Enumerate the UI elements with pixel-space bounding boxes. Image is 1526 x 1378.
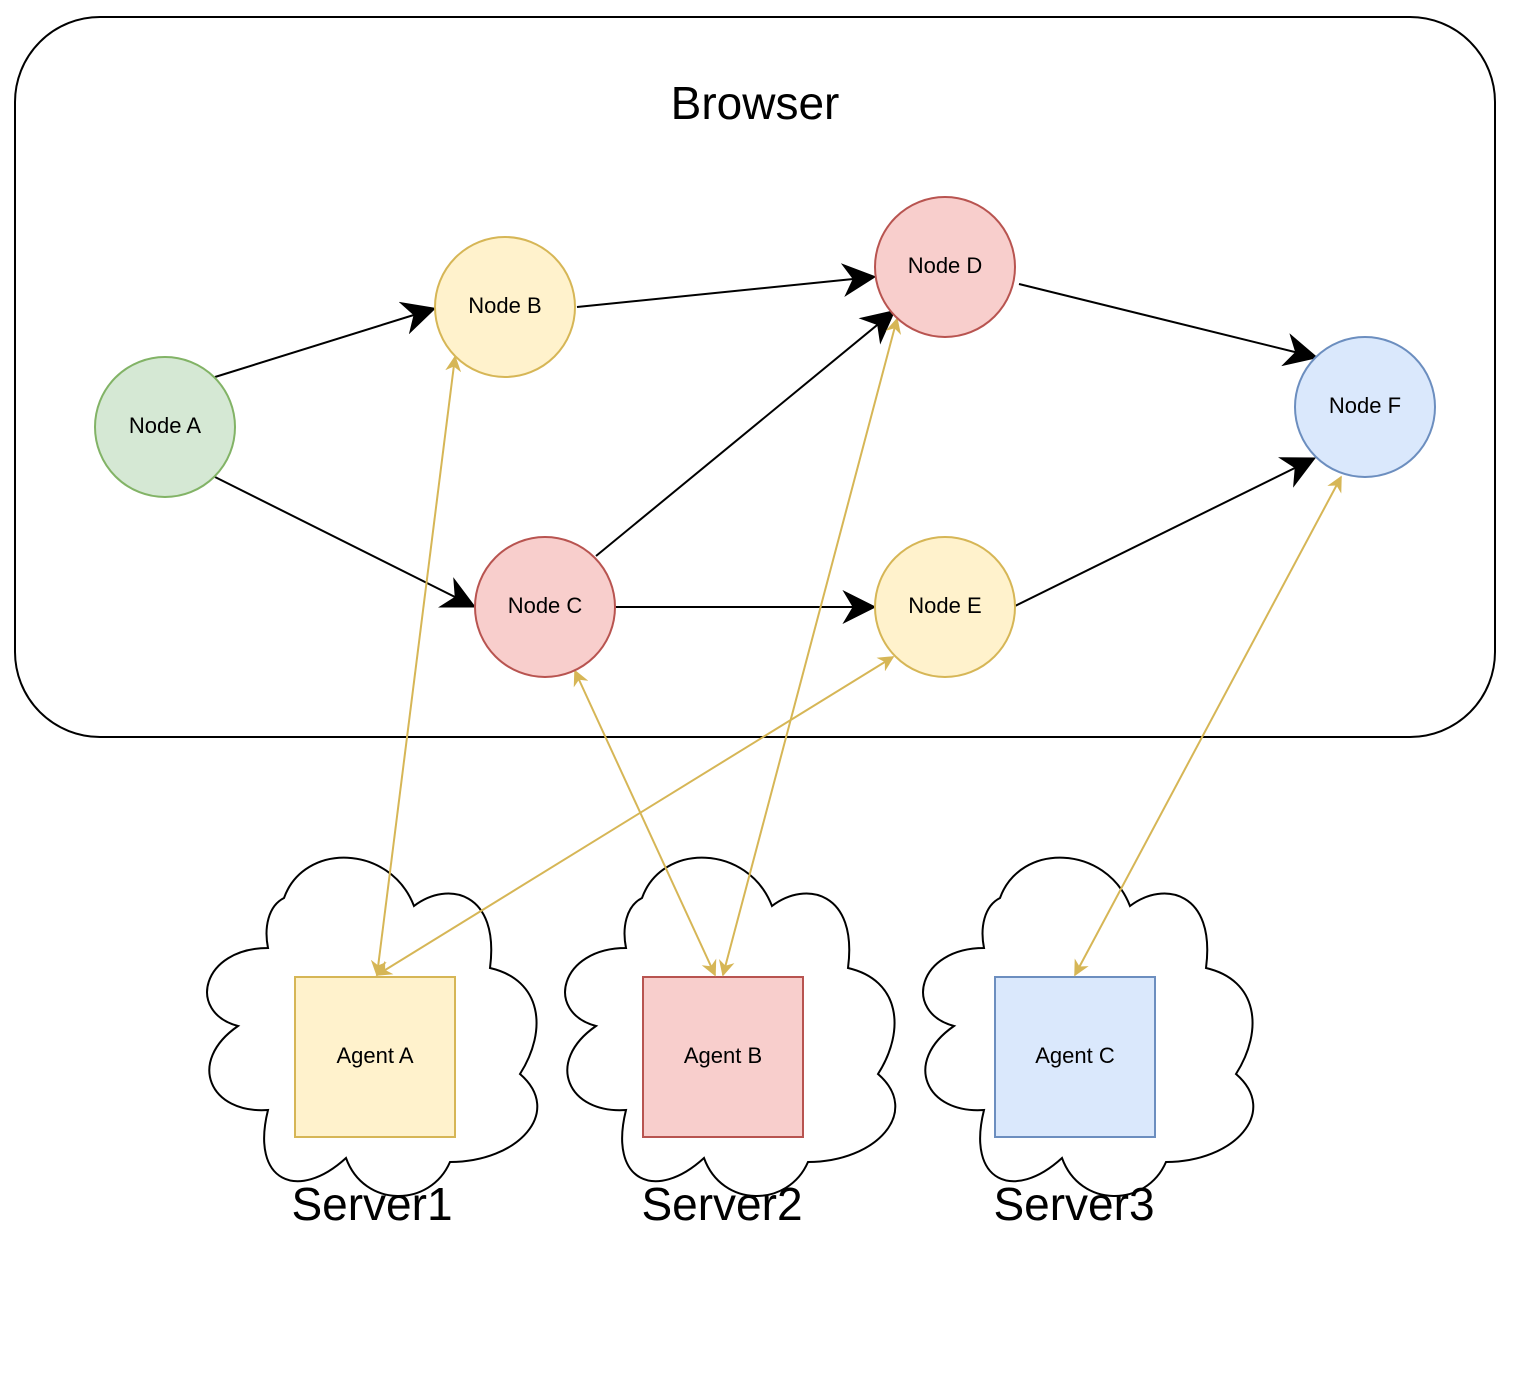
node-circle <box>434 236 576 378</box>
server-label: Server1 <box>291 1178 452 1230</box>
agent-b[interactable]: Agent B <box>642 976 804 1138</box>
node-e[interactable]: Node E <box>874 536 1016 678</box>
agent-a[interactable]: Agent A <box>294 976 456 1138</box>
node-circle <box>874 536 1016 678</box>
agent-label: Agent B <box>684 1043 762 1068</box>
browser-title: Browser <box>671 77 840 129</box>
agent-label: Agent A <box>336 1043 413 1068</box>
node-c[interactable]: Node C <box>474 536 616 678</box>
node-circle <box>474 536 616 678</box>
node-label: Node C <box>508 593 583 618</box>
node-label: Node B <box>468 293 541 318</box>
browser-container: Browser <box>14 16 1496 738</box>
node-label: Node F <box>1329 393 1401 418</box>
node-circle <box>874 196 1016 338</box>
link-agent-b-node-d <box>718 317 902 977</box>
agent-links <box>370 317 1342 977</box>
node-label: Node E <box>908 593 981 618</box>
server-label: Server2 <box>641 1178 802 1230</box>
node-label: Node D <box>908 253 983 278</box>
edge-d-f <box>1018 283 1319 367</box>
node-label: Node A <box>129 413 201 438</box>
node-d[interactable]: Node D <box>874 196 1016 338</box>
link-agent-c-node-f <box>1074 475 1342 977</box>
node-circle <box>1294 336 1436 478</box>
agent-c[interactable]: Agent C <box>994 976 1156 1138</box>
agent-label: Agent C <box>1035 1043 1115 1068</box>
agent-box <box>994 976 1156 1138</box>
agent-box <box>642 976 804 1138</box>
node-a[interactable]: Node A <box>94 356 236 498</box>
edge-b-d <box>576 263 877 308</box>
edge-a-b <box>214 301 437 378</box>
server-label: Server3 <box>993 1178 1154 1230</box>
node-f[interactable]: Node F <box>1294 336 1436 478</box>
agent-box <box>294 976 456 1138</box>
node-b[interactable]: Node B <box>434 236 576 378</box>
link-agent-b-node-c <box>573 669 717 977</box>
node-circle <box>94 356 236 498</box>
